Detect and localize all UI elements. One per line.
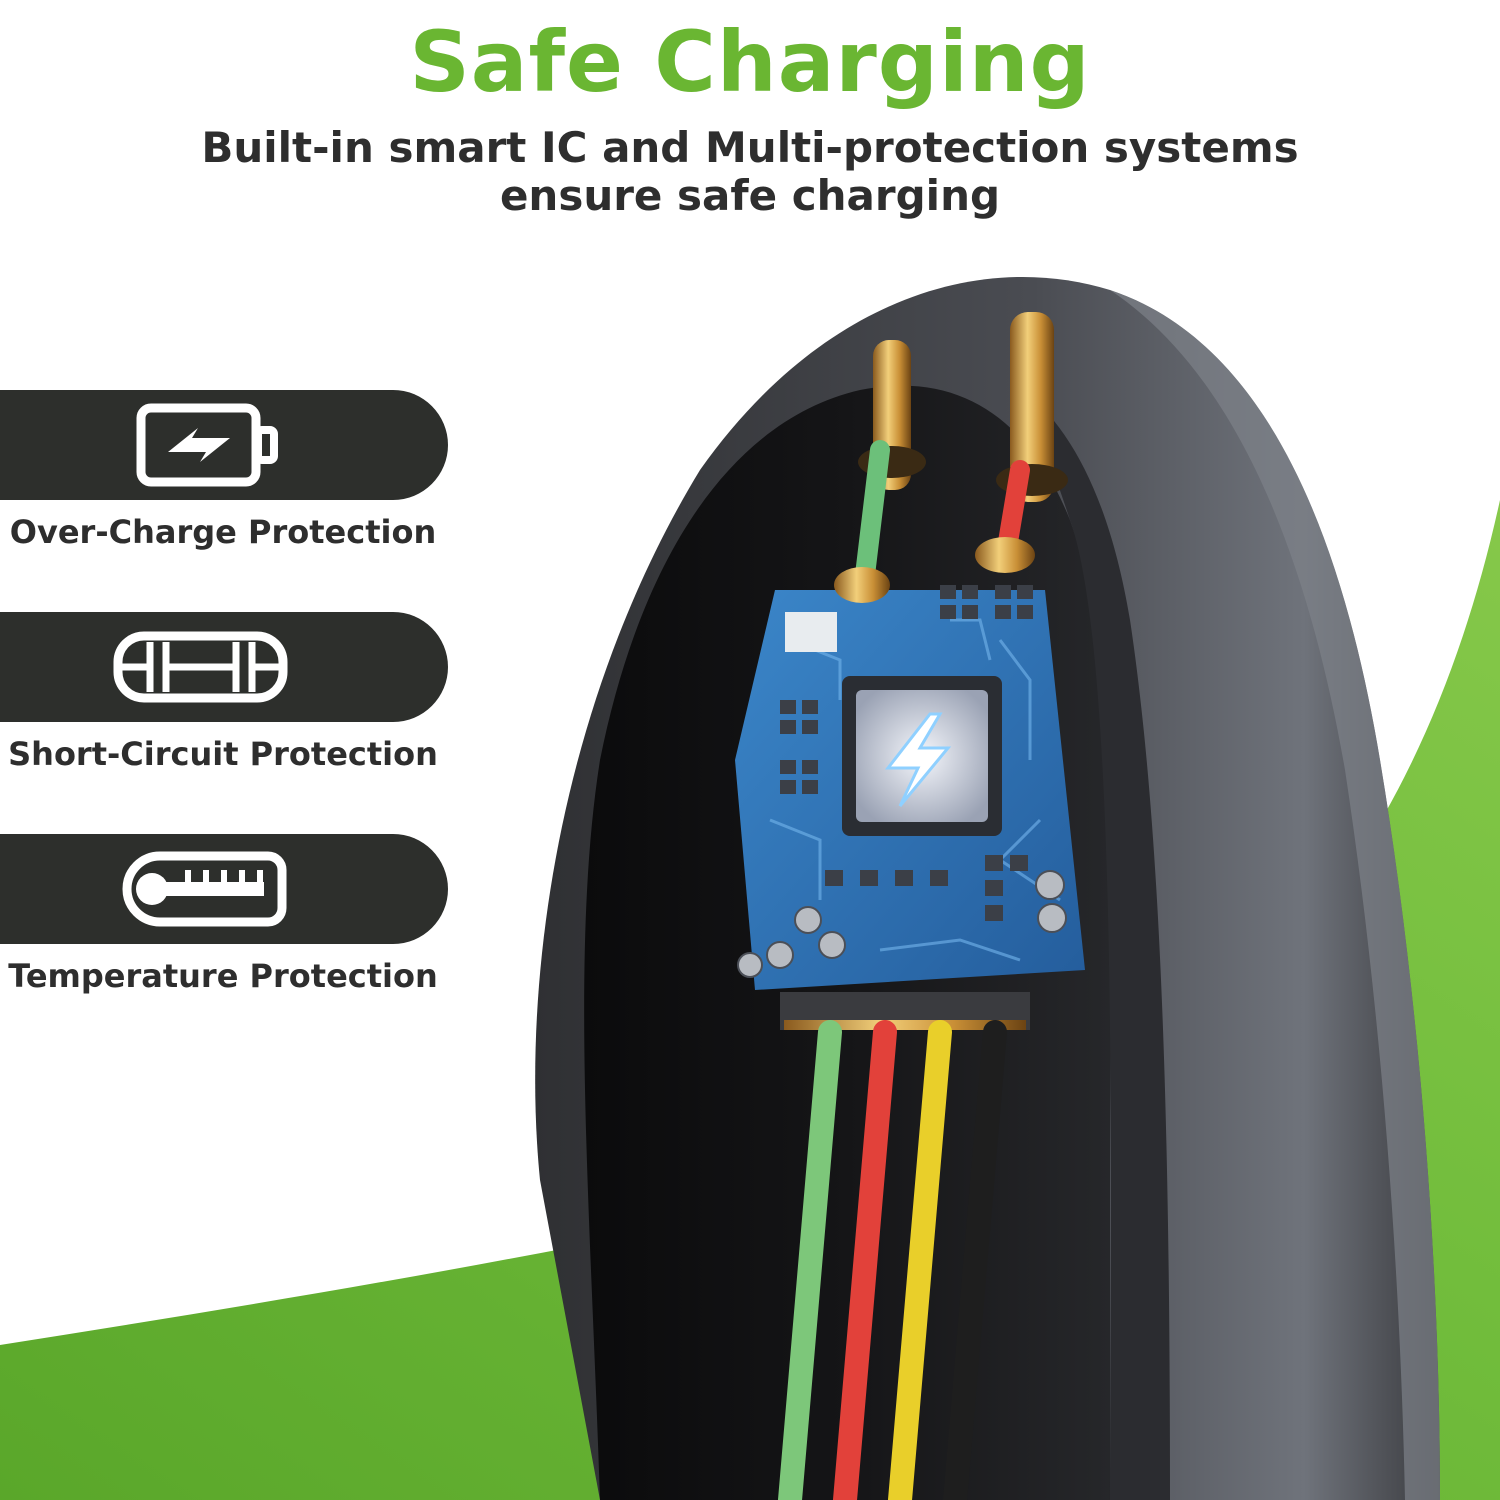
lightning-bolt-icon — [884, 712, 952, 807]
pcb-pad-left — [834, 567, 890, 603]
circuit-fuse-icon — [113, 631, 288, 703]
pcb-pad-right — [975, 537, 1035, 573]
feature-label: Short-Circuit Protection — [8, 735, 438, 773]
headline-title: Safe Charging — [409, 13, 1091, 111]
feature-over-charge: Over-Charge Protection — [0, 390, 460, 612]
charger-rim-highlight — [1110, 290, 1440, 1500]
pcb-connector-contacts — [784, 1020, 1026, 1030]
pcb-components — [780, 585, 1033, 921]
charger-inner-wall — [1010, 380, 1170, 1500]
lower-wire-red — [833, 1020, 897, 1500]
pcb-capacitors — [737, 870, 1067, 978]
thermometer-icon — [122, 851, 287, 927]
feature-short-circuit: Short-Circuit Protection — [0, 612, 460, 834]
feature-label: Temperature Protection — [8, 957, 438, 995]
lower-wire-green — [778, 1020, 842, 1500]
lower-wire-yellow — [888, 1020, 952, 1500]
subheadline: Built-in smart IC and Multi-protection s… — [200, 124, 1300, 220]
protection-feature-list: Over-Charge Protection Short-Circuit Pro… — [0, 390, 460, 1056]
subheadline-line-1: Built-in smart IC and Multi-protection s… — [201, 123, 1299, 172]
battery-charging-icon — [136, 403, 278, 487]
feature-label: Over-Charge Protection — [9, 513, 437, 551]
pcb-white-component — [785, 612, 837, 652]
lower-wire-bundle — [778, 1020, 1007, 1500]
feature-temperature: Temperature Protection — [0, 834, 460, 1056]
lower-wire-black — [943, 1020, 1007, 1500]
charging-pin-right — [1010, 312, 1054, 502]
subheadline-line-2: ensure safe charging — [499, 171, 1001, 220]
